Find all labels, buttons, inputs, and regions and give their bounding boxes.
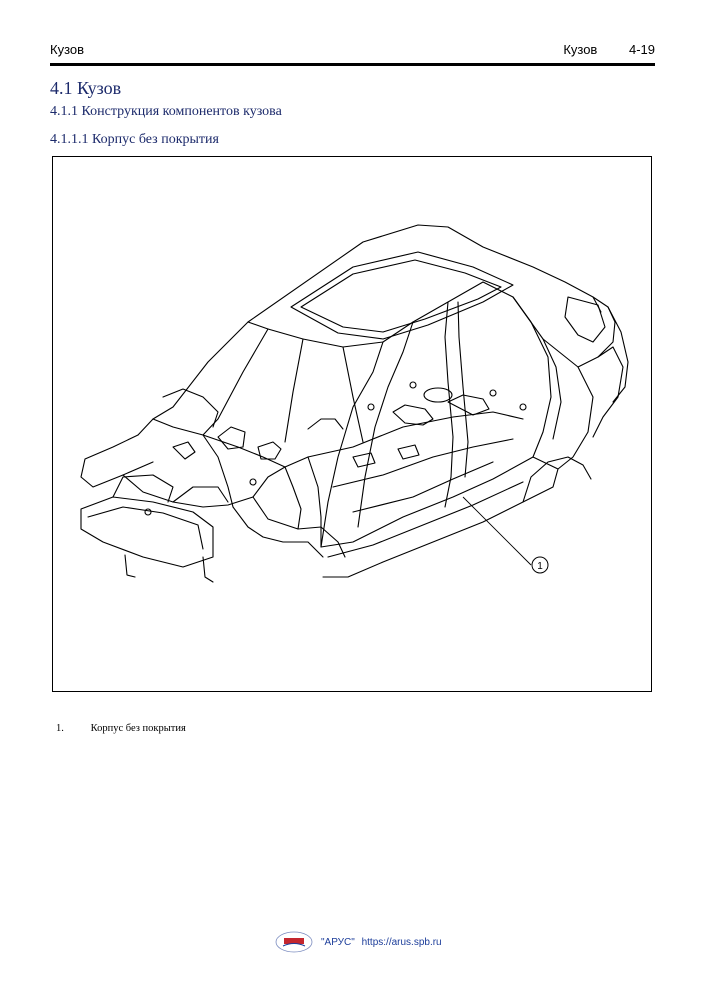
legend-item-text: Корпус без покрытия <box>90 723 186 734</box>
callout-circle <box>531 556 549 574</box>
callout-number: 1 <box>537 561 543 572</box>
section-heading: 4.1 Кузов <box>50 78 122 98</box>
running-header-section: Кузов <box>563 42 598 57</box>
legend-item-number: 1. <box>56 723 64 734</box>
figure-frame: 1 <box>52 156 652 692</box>
arus-logo <box>275 931 313 953</box>
header-rule <box>50 63 655 66</box>
footer-url-link[interactable]: https://arus.spb.ru <box>361 936 442 948</box>
subsection-heading: 4.1.1 Конструкция компонентов кузова <box>50 104 282 119</box>
legend-item: 1. Корпус без покрытия <box>56 723 186 734</box>
running-header-right: Кузов 4-19 <box>563 42 655 57</box>
callout-leader <box>462 496 532 566</box>
page-number: 4-19 <box>628 42 655 57</box>
car-body-drawing: 1 <box>80 224 629 583</box>
running-header-left: Кузов <box>50 42 85 57</box>
subsubsection-heading: 4.1.1.1 Корпус без покрытия <box>50 132 219 147</box>
page-footer: "АРУС" https://arus.spb.ru <box>275 930 442 954</box>
figure-legend: 1. Корпус без покрытия <box>56 723 186 734</box>
footer-brand: "АРУС" <box>321 936 355 948</box>
